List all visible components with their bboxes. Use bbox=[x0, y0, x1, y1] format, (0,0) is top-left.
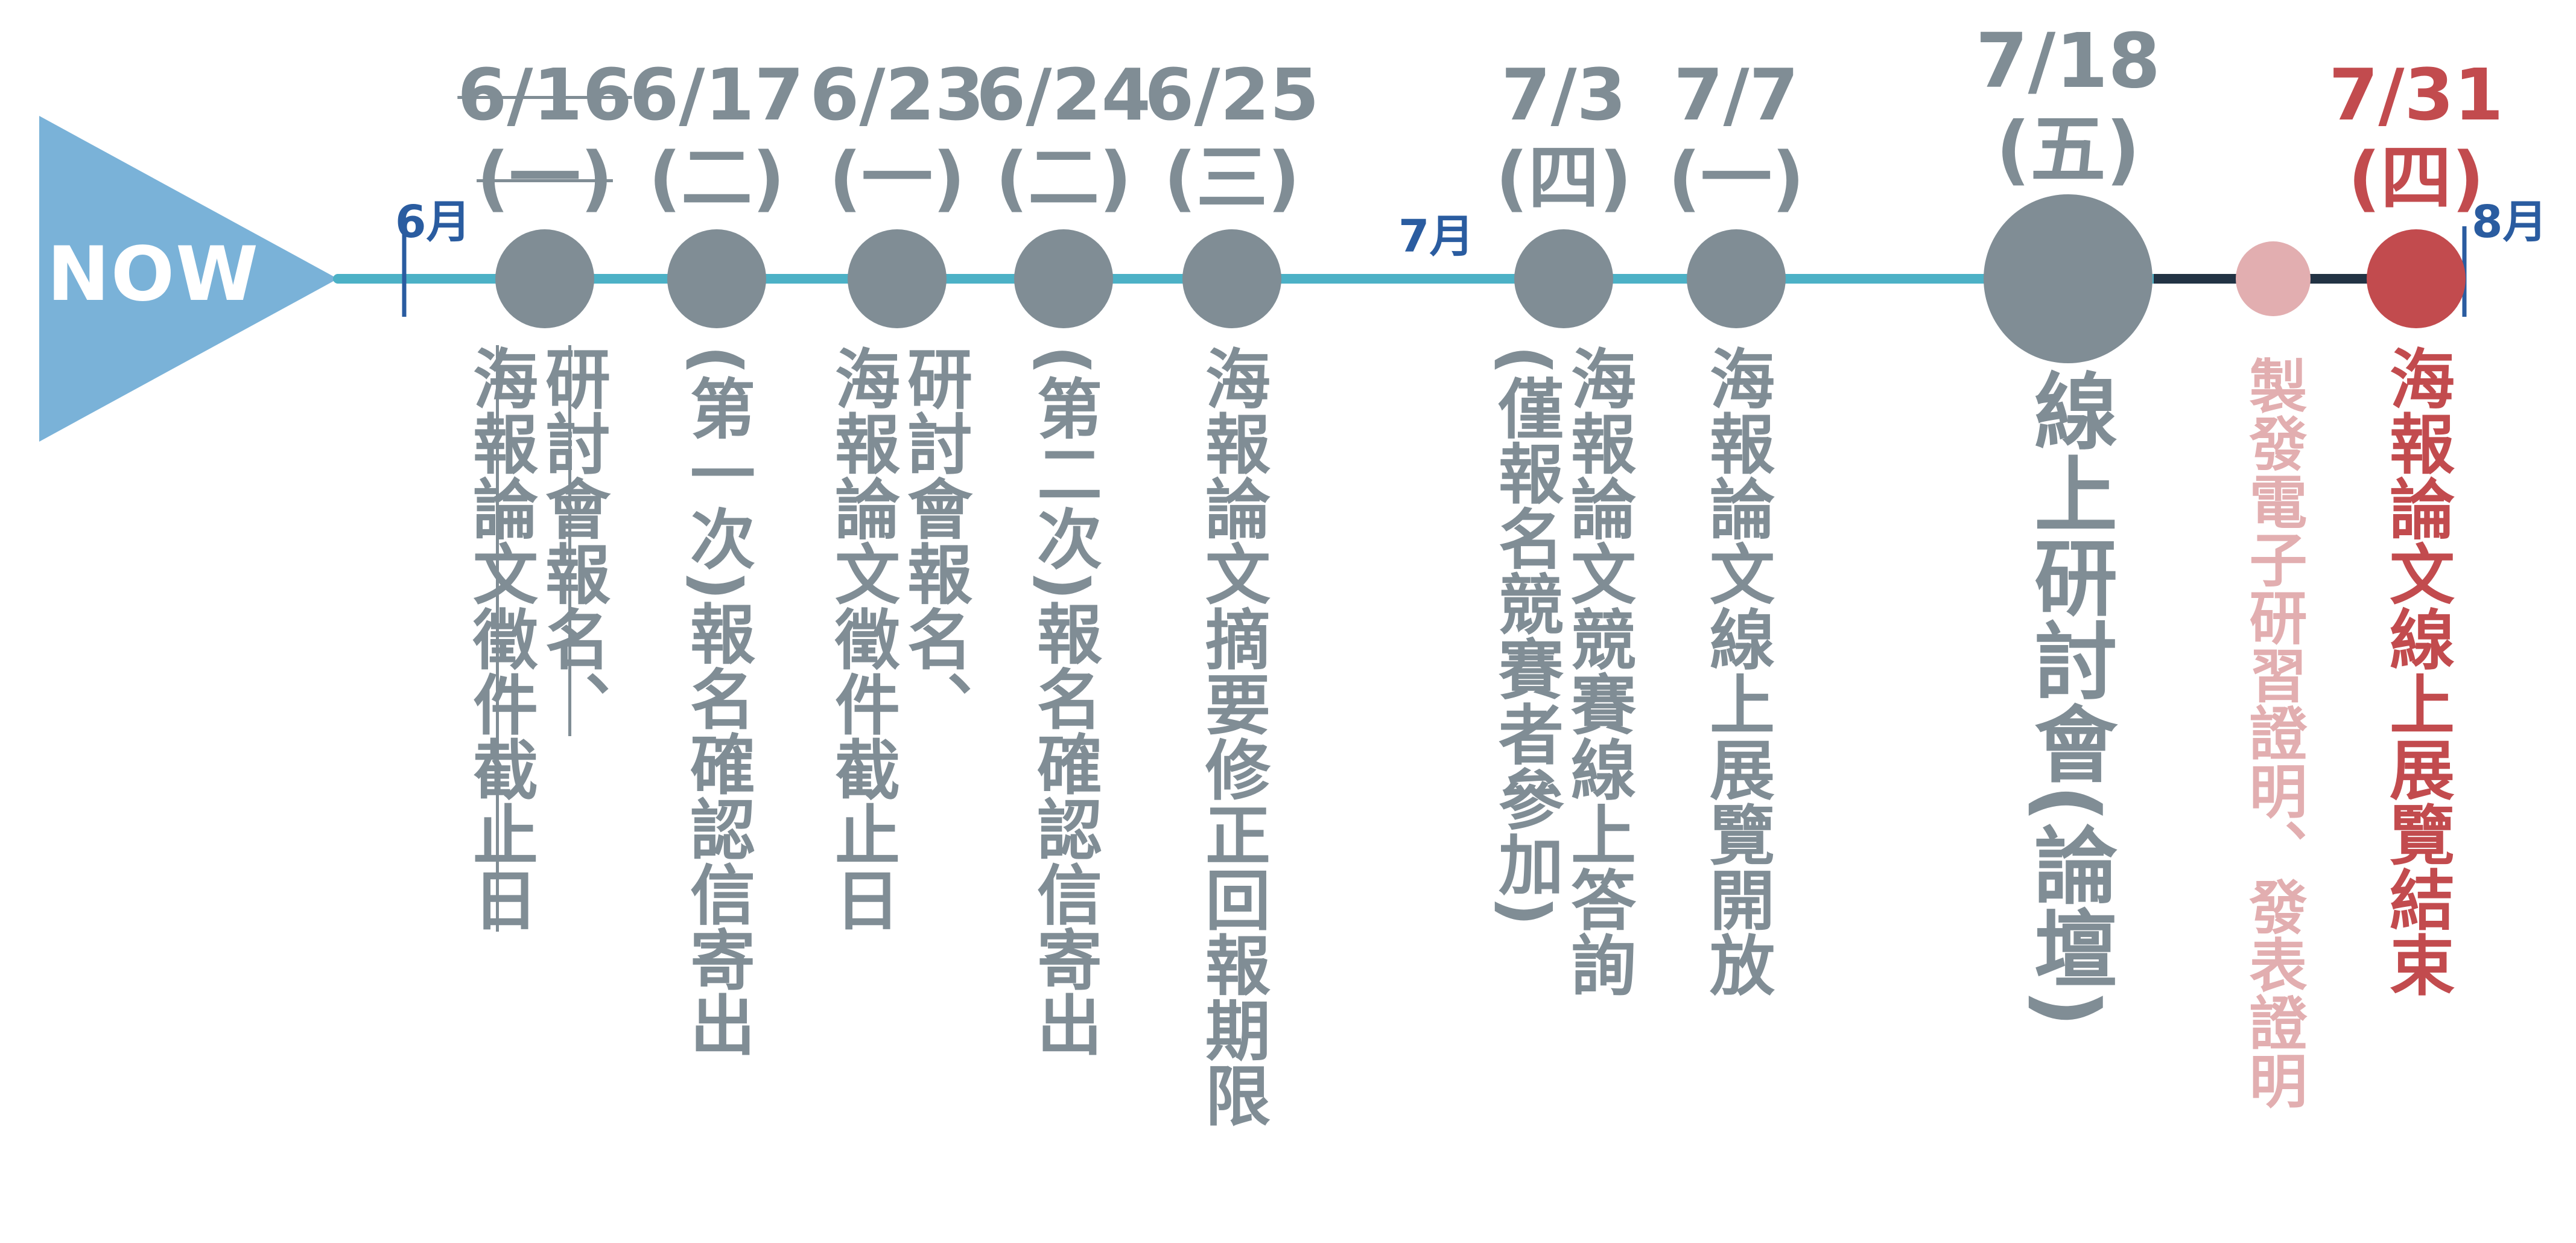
event-description: 線上研討會(論壇) bbox=[2020, 368, 2117, 1027]
event-description-line: (僅報名競賽者參加) bbox=[1488, 345, 1563, 926]
event-weekday: (五) bbox=[1996, 106, 2140, 194]
event-node bbox=[1984, 194, 2152, 363]
event-date-text: 6/24 bbox=[976, 53, 1151, 136]
event-date: 7/18(五) bbox=[1959, 17, 2177, 194]
event-description-line: 線上研討會(論壇) bbox=[2020, 368, 2117, 1028]
event-date: 6/17(二) bbox=[608, 53, 825, 220]
event-node bbox=[2367, 229, 2466, 328]
event-weekday: (一) bbox=[1668, 136, 1804, 220]
event-node bbox=[848, 229, 947, 328]
event-date-text: 6/23 bbox=[810, 53, 985, 136]
event-description-line: 海報論文徵件截止日 bbox=[462, 345, 538, 932]
event-description-line: 海報論文競賽線上答詢 bbox=[1560, 345, 1635, 997]
event-date: 7/7(一) bbox=[1628, 53, 1845, 220]
event-date-text: 7/31 bbox=[2329, 53, 2504, 136]
event-description: 研討會報名、海報論文徵件截止日 bbox=[462, 345, 610, 932]
event-weekday: (四) bbox=[1496, 136, 1632, 220]
event-date-text: 7/3 bbox=[1501, 53, 1626, 136]
month-label: 6月 bbox=[395, 196, 471, 248]
now-arrow-shape bbox=[39, 116, 338, 442]
event-date: 6/25(三) bbox=[1123, 53, 1340, 220]
now-label: NOW bbox=[47, 231, 259, 318]
event-date: 6/16(一) bbox=[436, 53, 653, 220]
event-date: 6/23(一) bbox=[788, 53, 1006, 220]
event-date: 7/31(四) bbox=[2308, 53, 2525, 220]
event-weekday: (一) bbox=[477, 136, 613, 220]
event-description: 研討會報名、海報論文徵件截止日 bbox=[824, 345, 972, 932]
month-label: 7月 bbox=[1398, 211, 1474, 262]
event-weekday: (二) bbox=[995, 136, 1132, 220]
event-date: 7/3(四) bbox=[1455, 53, 1672, 220]
event-description: 海報論文摘要修正回報期限 bbox=[1194, 345, 1270, 1127]
event-description-line: 製發電子研習證明、發表證明 bbox=[2239, 356, 2307, 1109]
event-description: (第一次)報名確認信寄出 bbox=[679, 345, 755, 1057]
event-node bbox=[2236, 241, 2311, 316]
event-description-line: 海報論文徵件截止日 bbox=[824, 345, 899, 932]
event-description-line: (第二次)報名確認信寄出 bbox=[1026, 345, 1102, 1057]
event-description-line: 海報論文摘要修正回報期限 bbox=[1194, 345, 1270, 1127]
event-node bbox=[667, 229, 766, 328]
event-date-text: 6/17 bbox=[629, 53, 804, 136]
event-description-line: (第一次)報名確認信寄出 bbox=[679, 345, 755, 1057]
event-date: 6/24(二) bbox=[955, 53, 1172, 220]
event-weekday: (三) bbox=[1164, 136, 1300, 220]
month-label: 8月 bbox=[2472, 196, 2548, 248]
event-description-line: 海報論文線上展覽開放 bbox=[1699, 345, 1774, 997]
event-description: 海報論文線上展覽開放 bbox=[1699, 345, 1774, 997]
event-node bbox=[1687, 229, 1786, 328]
event-date-text: 6/16 bbox=[457, 53, 632, 136]
event-node bbox=[1182, 229, 1281, 328]
event-description: 製發電子研習證明、發表證明 bbox=[2239, 356, 2307, 1109]
event-node bbox=[495, 229, 594, 328]
event-date-text: 6/25 bbox=[1144, 53, 1319, 136]
event-date-text: 7/7 bbox=[1673, 53, 1799, 136]
event-description: 海報論文競賽線上答詢(僅報名競賽者參加) bbox=[1488, 345, 1635, 997]
event-date-text: 7/18 bbox=[1975, 17, 2161, 105]
event-node bbox=[1014, 229, 1113, 328]
event-description: (第二次)報名確認信寄出 bbox=[1026, 345, 1102, 1057]
event-description-line: 海報論文線上展覽結束 bbox=[2379, 345, 2454, 997]
event-weekday: (一) bbox=[829, 136, 965, 220]
event-description: 海報論文線上展覽結束 bbox=[2379, 345, 2454, 997]
event-weekday: (四) bbox=[2348, 136, 2484, 220]
event-description-line: 研討會報名、 bbox=[535, 345, 610, 736]
event-description-line: 研討會報名、 bbox=[896, 345, 972, 736]
event-node bbox=[1514, 229, 1613, 328]
event-weekday: (二) bbox=[649, 136, 785, 220]
